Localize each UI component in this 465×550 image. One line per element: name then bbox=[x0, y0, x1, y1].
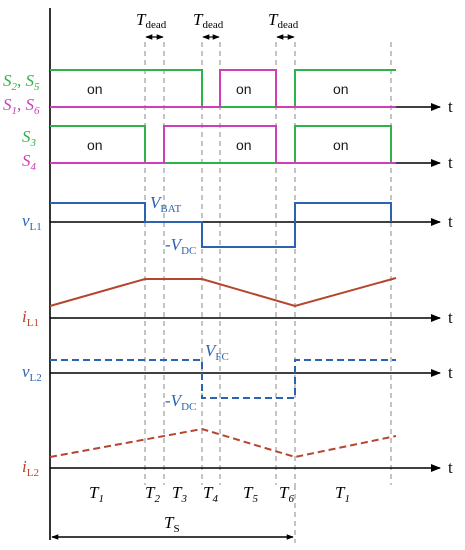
s4-label: S4 bbox=[22, 151, 37, 173]
s3-label: S3 bbox=[22, 127, 37, 149]
s4-waveform bbox=[50, 125, 396, 164]
il1-waveform bbox=[49, 277, 397, 308]
tdead-markers: Tdead Tdead Tdead bbox=[136, 10, 299, 40]
vl2-label: vL2 bbox=[22, 362, 42, 384]
row-s25-s16: on on on S2, S5 S1, S6 t bbox=[3, 69, 453, 117]
interval-label-t1b: T1 bbox=[335, 483, 350, 505]
t-label: t bbox=[448, 212, 453, 231]
interval-label-t3: T3 bbox=[172, 483, 187, 505]
tdead-label-2: Tdead bbox=[193, 10, 224, 31]
t-label: t bbox=[448, 97, 453, 116]
row-il1: iL1 t bbox=[22, 277, 453, 329]
s16-waveform bbox=[50, 69, 396, 108]
vbat-label: VBAT bbox=[150, 193, 181, 215]
time-guides bbox=[144, 42, 392, 485]
interval-label-t5: T5 bbox=[243, 483, 258, 505]
row-vl2: VFC -VDC vL2 t bbox=[22, 341, 453, 413]
vdc-label-1: -VDC bbox=[165, 235, 196, 257]
t-label: t bbox=[448, 308, 453, 327]
row-il2: iL2 t bbox=[22, 427, 453, 479]
il2-waveform bbox=[49, 427, 397, 459]
vl1-waveform bbox=[50, 202, 392, 248]
ts-label: TS bbox=[164, 513, 180, 535]
tdead-label-3: Tdead bbox=[268, 10, 299, 31]
row-vl1: VBAT -VDC vL1 t bbox=[22, 193, 453, 257]
interval-labels: T1 T2 T3 T4 T5 T6 T1 bbox=[89, 483, 350, 505]
s16-label: S1, S6 bbox=[3, 95, 40, 117]
t-label: t bbox=[448, 458, 453, 477]
t-label: t bbox=[448, 363, 453, 382]
interval-label-t6: T6 bbox=[279, 483, 294, 505]
t-label: t bbox=[448, 153, 453, 172]
il2-label: iL2 bbox=[22, 457, 39, 479]
vl2-waveform bbox=[50, 359, 396, 399]
vfc-label: VFC bbox=[205, 341, 229, 363]
on-label: on bbox=[236, 81, 252, 97]
on-label: on bbox=[87, 81, 103, 97]
s25-label: S2, S5 bbox=[3, 71, 40, 93]
il1-label: iL1 bbox=[22, 307, 39, 329]
tdead-label-1: Tdead bbox=[136, 10, 167, 31]
interval-label-t4: T4 bbox=[203, 483, 218, 505]
vl1-label: vL1 bbox=[22, 211, 42, 233]
s25-waveform bbox=[50, 69, 396, 108]
period-ts: TS bbox=[51, 485, 296, 543]
row-s3-s4: on on on S3 S4 t bbox=[22, 125, 453, 173]
interval-label-t2: T2 bbox=[145, 483, 160, 505]
on-label: on bbox=[87, 137, 103, 153]
on-label: on bbox=[333, 81, 349, 97]
interval-label-t1: T1 bbox=[89, 483, 104, 505]
on-label: on bbox=[333, 137, 349, 153]
vdc-label-2: -VDC bbox=[165, 391, 196, 413]
on-label: on bbox=[236, 137, 252, 153]
